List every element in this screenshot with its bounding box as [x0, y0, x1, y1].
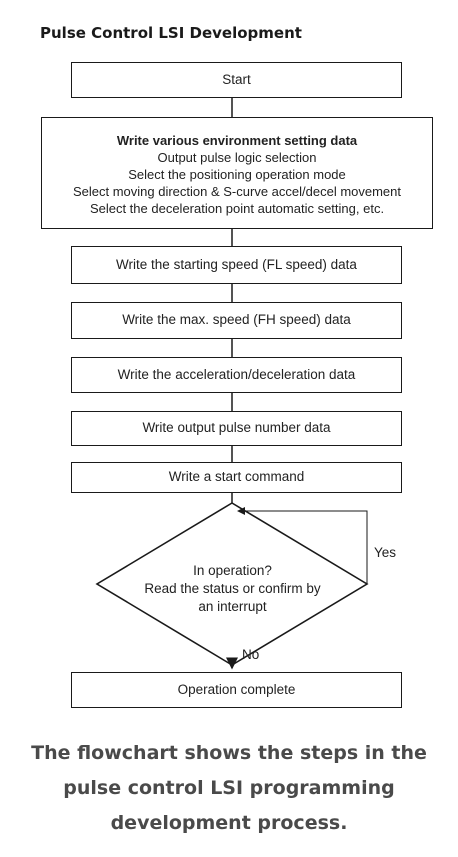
step-accel-decel: Write the acceleration/deceleration data: [71, 357, 402, 393]
caption-line: pulse control LSI programming: [63, 777, 395, 799]
environment-setting-line: Output pulse logic selection: [157, 149, 317, 165]
step-start-command: Write a start command: [71, 462, 402, 493]
figure-caption: The flowchart shows the steps in the pul…: [0, 736, 458, 841]
caption-line: The flowchart shows the steps in the: [31, 742, 427, 764]
environment-setting-line: Select the positioning operation mode: [128, 166, 346, 182]
step-max-speed: Write the max. speed (FH speed) data: [71, 302, 402, 339]
decision-text: In operation? Read the status or confirm…: [115, 562, 350, 616]
environment-settings-heading: Write various environment setting data: [116, 132, 358, 148]
decision-line: Read the status or confirm by: [144, 581, 321, 596]
decision-line: In operation?: [193, 563, 272, 578]
environment-settings-box: Write various environment setting data O…: [41, 117, 433, 229]
no-label: No: [242, 647, 260, 662]
page-title: Pulse Control LSI Development: [40, 24, 302, 42]
start-box: Start: [71, 62, 402, 98]
environment-setting-line: Select the deceleration point automatic …: [89, 200, 385, 216]
yes-label: Yes: [374, 545, 397, 560]
environment-setting-line: Select moving direction & S-curve accel/…: [72, 183, 402, 199]
step-output-pulse-number: Write output pulse number data: [71, 411, 402, 446]
yes-loop-arrow: [237, 507, 368, 584]
operation-complete-box: Operation complete: [71, 672, 402, 708]
decision-line: an interrupt: [198, 599, 267, 614]
step-starting-speed: Write the starting speed (FL speed) data: [71, 246, 402, 284]
caption-line: development process.: [110, 812, 348, 834]
